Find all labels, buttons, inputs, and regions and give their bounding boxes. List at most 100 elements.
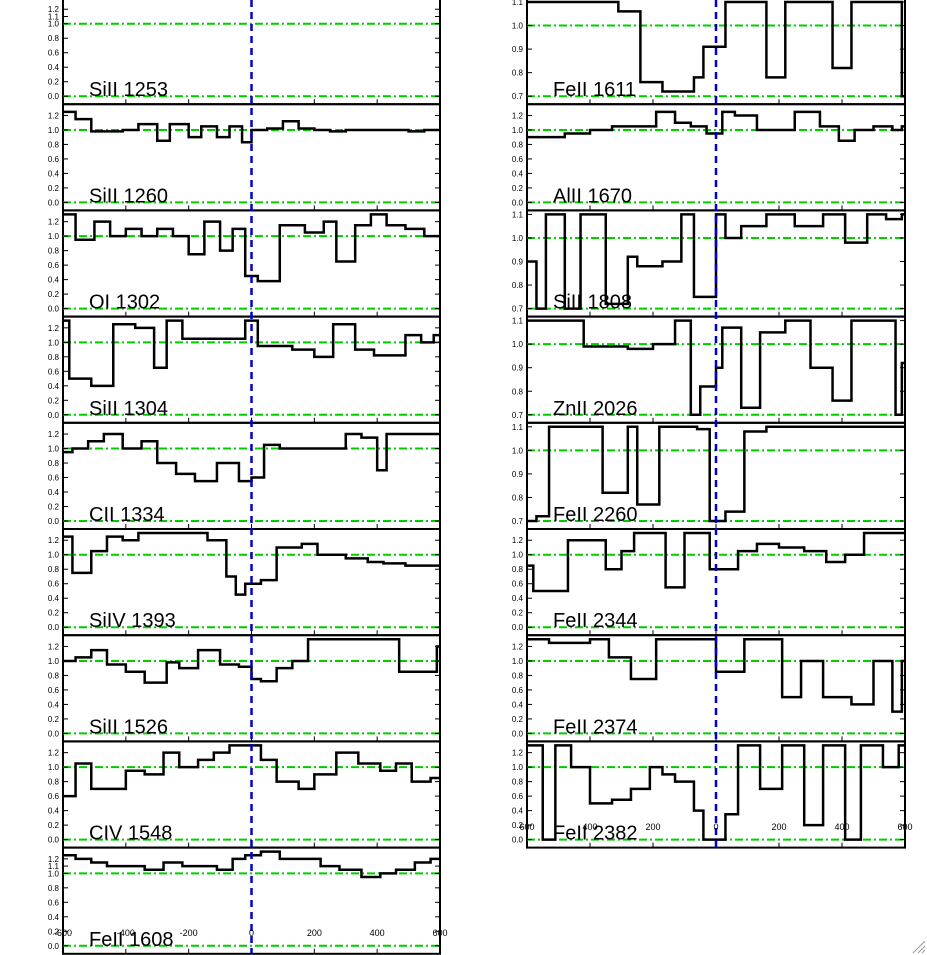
spectrum-line: [63, 319, 440, 388]
ion-label: OI 1302: [89, 292, 160, 314]
y-tick-label: 0.8: [48, 671, 60, 680]
y-tick-label: 0.0: [48, 198, 60, 207]
x-tick-label: 200: [645, 822, 660, 832]
y-tick-label: 0.9: [512, 45, 524, 54]
y-tick-label: 1.1: [512, 317, 524, 326]
x-tick-label: 400: [370, 928, 385, 938]
y-tick-label: 0.2: [48, 821, 60, 830]
y-tick-label: 0.6: [48, 686, 60, 695]
resize-grip-icon[interactable]: [912, 940, 926, 954]
x-tick-label: -400: [117, 928, 135, 938]
spectrum-line: [527, 531, 905, 593]
x-tick-label: 600: [519, 822, 534, 832]
x-tick-label: -600: [54, 928, 72, 938]
y-tick-label: 0.4: [48, 807, 60, 816]
x-tick-label: 600: [897, 822, 912, 832]
y-tick-label: 1.0: [48, 763, 60, 772]
y-tick-label: 0.6: [48, 49, 60, 58]
y-tick-label: 0.9: [512, 364, 524, 373]
y-tick-label: 0.4: [48, 488, 60, 497]
y-tick-label: 1.0: [48, 338, 60, 347]
y-tick-label: 0.6: [48, 792, 60, 801]
ion-label: SiII 1253: [89, 79, 168, 101]
y-tick-label: 0.2: [48, 290, 60, 299]
y-tick-label: 0.8: [48, 565, 60, 574]
y-tick-label: 0.2: [512, 609, 524, 618]
y-tick-label: 0.8: [512, 493, 524, 502]
y-tick-label: 0.0: [48, 92, 60, 101]
y-tick-label: 1.1: [48, 12, 60, 21]
y-tick-label: 0.6: [48, 474, 60, 483]
y-tick-label: 1.0: [512, 446, 524, 455]
y-tick-label: 0.9: [512, 470, 524, 479]
y-tick-label: 0.6: [48, 898, 60, 907]
y-tick-label: 0.8: [48, 247, 60, 256]
y-tick-label: 0.0: [48, 942, 60, 951]
y-tick-label: 1.2: [512, 749, 524, 758]
y-tick-label: 0.0: [48, 623, 60, 632]
y-tick-label: 0.2: [48, 715, 60, 724]
ion-label: FeII 2344: [553, 610, 638, 632]
ion-label: AlII 1670: [553, 185, 632, 207]
spectrum-panel: 0.00.20.40.60.81.01.2OI 1302: [48, 209, 441, 318]
y-tick-label: 1.2: [512, 536, 524, 545]
y-tick-label: 0.6: [48, 580, 60, 589]
y-tick-label: 0.4: [512, 169, 524, 178]
y-tick-label: 0.8: [512, 69, 524, 78]
y-tick-label: 0.7: [512, 517, 524, 526]
spectrum-line: [63, 110, 440, 144]
y-tick-label: 1.2: [48, 111, 60, 120]
y-tick-label: 0.2: [48, 609, 60, 618]
y-tick-label: 1.1: [512, 0, 524, 7]
y-tick-label: 0.0: [512, 836, 524, 845]
y-tick-label: 0.4: [48, 169, 60, 178]
ion-label: FeII 2374: [553, 716, 638, 738]
y-tick-label: 0.2: [48, 503, 60, 512]
y-tick-label: 0.6: [512, 155, 524, 164]
y-tick-label: 0.2: [48, 78, 60, 87]
y-tick-label: 1.0: [512, 340, 524, 349]
y-tick-label: 0.7: [512, 92, 524, 101]
y-tick-label: 0.2: [48, 184, 60, 193]
y-tick-label: 1.0: [48, 20, 60, 29]
y-tick-label: 0.4: [48, 594, 60, 603]
y-tick-label: 0.4: [48, 63, 60, 72]
y-tick-label: 0.0: [512, 729, 524, 738]
x-tick-label: 0: [249, 928, 254, 938]
ion-label: FeII 2260: [553, 504, 638, 526]
y-tick-label: 0.0: [48, 517, 60, 526]
y-tick-label: 0.8: [48, 34, 60, 43]
y-tick-label: 0.9: [512, 258, 524, 267]
y-tick-label: 0.0: [48, 305, 60, 314]
y-tick-label: 1.2: [48, 749, 60, 758]
y-tick-label: 0.6: [512, 580, 524, 589]
x-tick-label: -200: [180, 928, 198, 938]
y-tick-label: 0.8: [48, 140, 60, 149]
y-tick-label: 0.4: [48, 276, 60, 285]
y-tick-label: 1.2: [512, 642, 524, 651]
y-tick-label: 1.1: [48, 862, 60, 871]
y-tick-label: 0.2: [48, 927, 60, 936]
y-tick-label: 1.2: [512, 111, 524, 120]
y-tick-label: 0.4: [48, 382, 60, 391]
y-tick-label: 0.4: [48, 700, 60, 709]
spectrum-line: [527, 637, 905, 713]
ion-label: FeII 1608: [89, 929, 174, 951]
y-tick-label: 0.0: [48, 836, 60, 845]
y-tick-label: 0.4: [48, 913, 60, 922]
x-tick-label: 400: [834, 822, 849, 832]
y-tick-label: 0.8: [48, 459, 60, 468]
y-tick-label: 1.2: [48, 5, 60, 14]
spectrum-line: [527, 110, 905, 143]
